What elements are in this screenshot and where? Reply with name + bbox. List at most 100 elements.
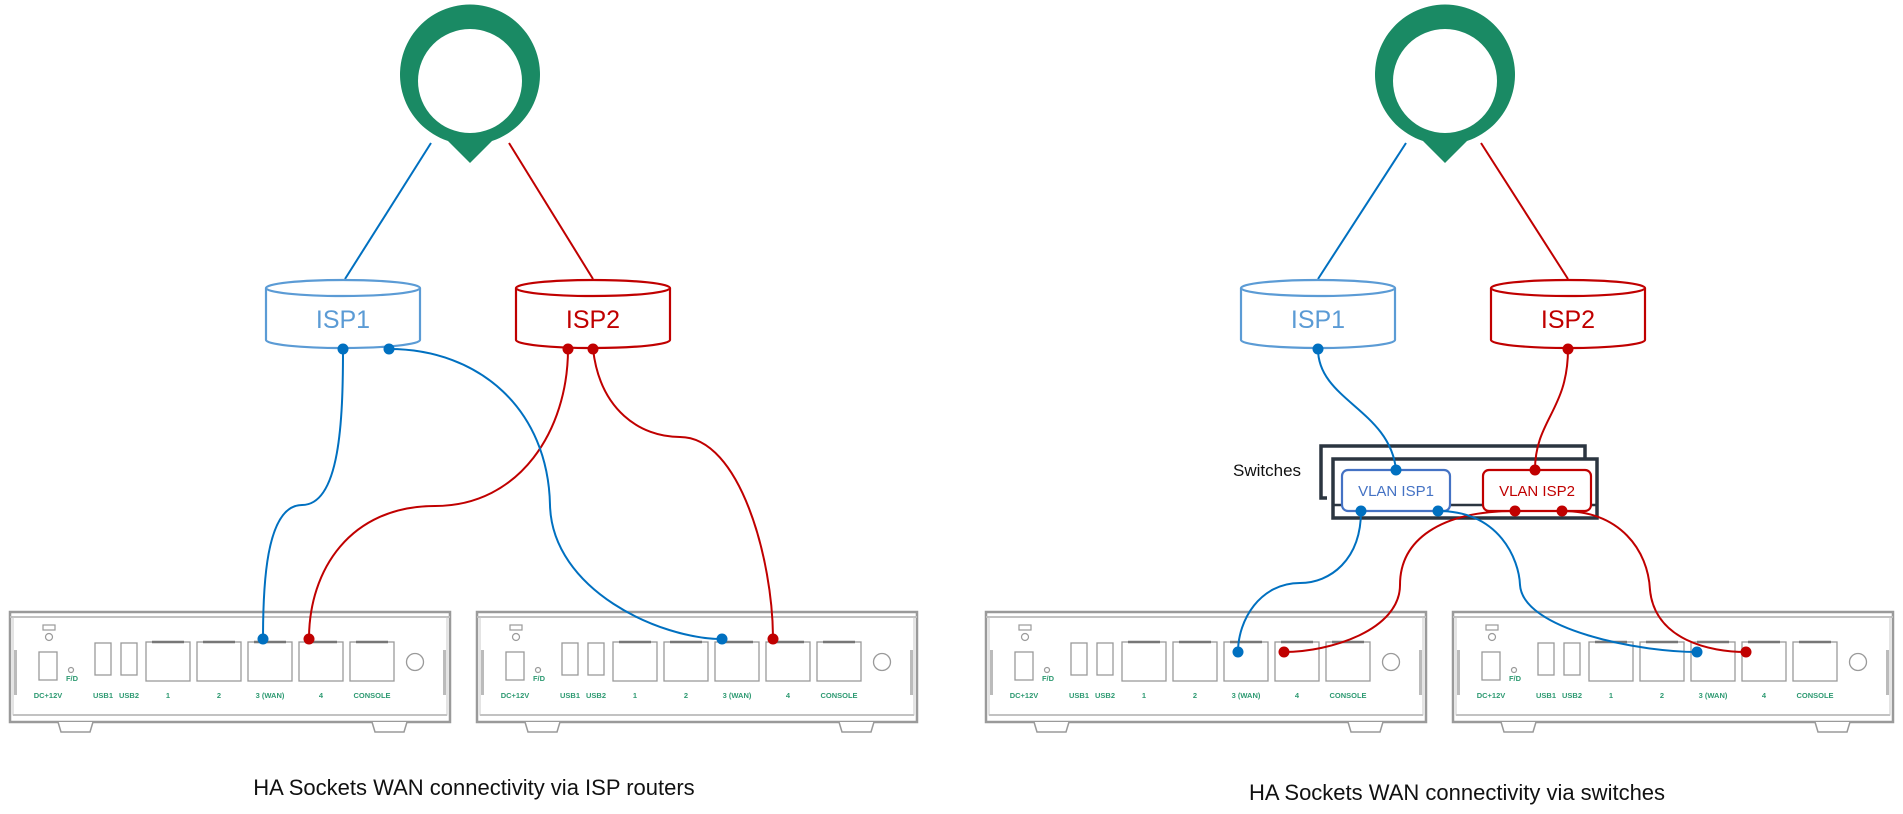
usb2-port [587,642,605,676]
isp1-port-dot [383,343,395,355]
port-label-p1: 1 [1142,691,1146,700]
device-foot [1033,721,1070,733]
device-foot [1347,721,1384,733]
vlan-isp1-label: VLAN ISP1 [1358,483,1434,500]
power-button-icon [1381,652,1401,672]
switches-label: Switches [1233,461,1301,480]
port-label-p3: 3 (WAN) [256,691,285,700]
vlan2-port-dot [1556,505,1568,517]
status-led [509,624,523,631]
device-b-port4-dot [767,633,779,645]
isp1-port-dot [1312,343,1324,355]
usb1-port [1537,642,1555,676]
cloud-pin-icon [1375,4,1515,163]
pin-isp1-link [1317,142,1407,280]
left-caption: HA Sockets WAN connectivity via ISP rout… [253,775,694,800]
port-label-p2: 2 [684,691,688,700]
vlan2-to-device-a-port4-cable [1283,510,1516,653]
port-label-fd: F/D [533,674,546,683]
usb2-port [1563,642,1581,676]
port-label-p4: 4 [1762,691,1767,700]
dc-jack [1014,651,1034,681]
power-button-icon [872,652,892,672]
device-a-wan-dot [257,633,269,645]
port-label-console: CONSOLE [1796,691,1833,700]
port-label-usb2: USB2 [586,691,606,700]
isp1-to-switch-cable [1317,348,1397,471]
port-label-console: CONSOLE [353,691,390,700]
port-label-dc: DC+12V [1477,691,1506,700]
device-foot [838,721,875,733]
device-foot [524,721,561,733]
usb1-port [561,642,579,676]
port-label-p2: 2 [1660,691,1664,700]
device-chassis [475,610,919,724]
port-label-dc: DC+12V [501,691,530,700]
vlan1-to-device-a-wan-cable [1237,510,1362,653]
isp2-port-dot [562,343,574,355]
device-b-wan-dot [716,633,728,645]
port-label-console: CONSOLE [820,691,857,700]
right-caption: HA Sockets WAN connectivity via switches [1249,780,1665,805]
device-chassis [984,610,1428,724]
fd-button [534,666,542,674]
isp2-label: ISP2 [1541,306,1595,334]
port-label-usb2: USB2 [1095,691,1115,700]
right-panel: ISP1 ISP2 VLAN ISP1 VLAN ISP2 Switches D… [984,4,1895,805]
usb2-port [1096,642,1114,676]
pin-isp1-link [344,142,432,280]
vlan1-port-dot [1432,505,1444,517]
port-label-fd: F/D [1042,674,1055,683]
device-chassis [8,610,452,724]
isp2-to-device-a-port4-cable [308,348,569,640]
port-label-p3: 3 (WAN) [1232,691,1261,700]
isp1-cylinder: ISP1 [1239,278,1397,350]
status-led [1485,624,1499,631]
isp2-port-dot [1562,343,1574,355]
power-button-icon [405,652,425,672]
fd-button [1510,666,1518,674]
isp2-cylinder: ISP2 [1489,278,1647,350]
port-label-console: CONSOLE [1329,691,1366,700]
isp2-port-dot [587,343,599,355]
vlan1-uplink-dot [1390,464,1402,476]
dc-jack [38,651,58,681]
isp1-label: ISP1 [1291,306,1345,334]
port-label-p1: 1 [1609,691,1613,700]
port-label-p3: 3 (WAN) [723,691,752,700]
usb1-port [1070,642,1088,676]
isp1-to-device-a-wan-cable [262,348,344,640]
usb2-port [120,642,138,676]
pin-isp2-link [1480,142,1569,280]
switch-stack: VLAN ISP1 VLAN ISP2 Switches [1233,444,1599,520]
port-label-p1: 1 [633,691,637,700]
device-a-wan-dot [1232,646,1244,658]
status-led [1018,624,1032,631]
cloud-pin-icon [400,4,540,163]
device-chassis [1451,610,1895,724]
port-label-dc: DC+12V [34,691,63,700]
dc-jack [1481,651,1501,681]
port-label-p3: 3 (WAN) [1699,691,1728,700]
isp1-port-dot [337,343,349,355]
switch-back [1319,444,1587,500]
device-foot [57,721,94,733]
isp1-label: ISP1 [316,306,370,334]
port-label-p4: 4 [319,691,324,700]
power-button-icon [1848,652,1868,672]
device-b-wan-dot [1691,646,1703,658]
vlan1-port-dot [1355,505,1367,517]
usb1-port [94,642,112,676]
fd-button [1043,666,1051,674]
port-label-p4: 4 [786,691,791,700]
vlan2-port-dot [1509,505,1521,517]
port-label-fd: F/D [66,674,79,683]
vlan-isp2-label: VLAN ISP2 [1499,483,1575,500]
fd-button [67,666,75,674]
